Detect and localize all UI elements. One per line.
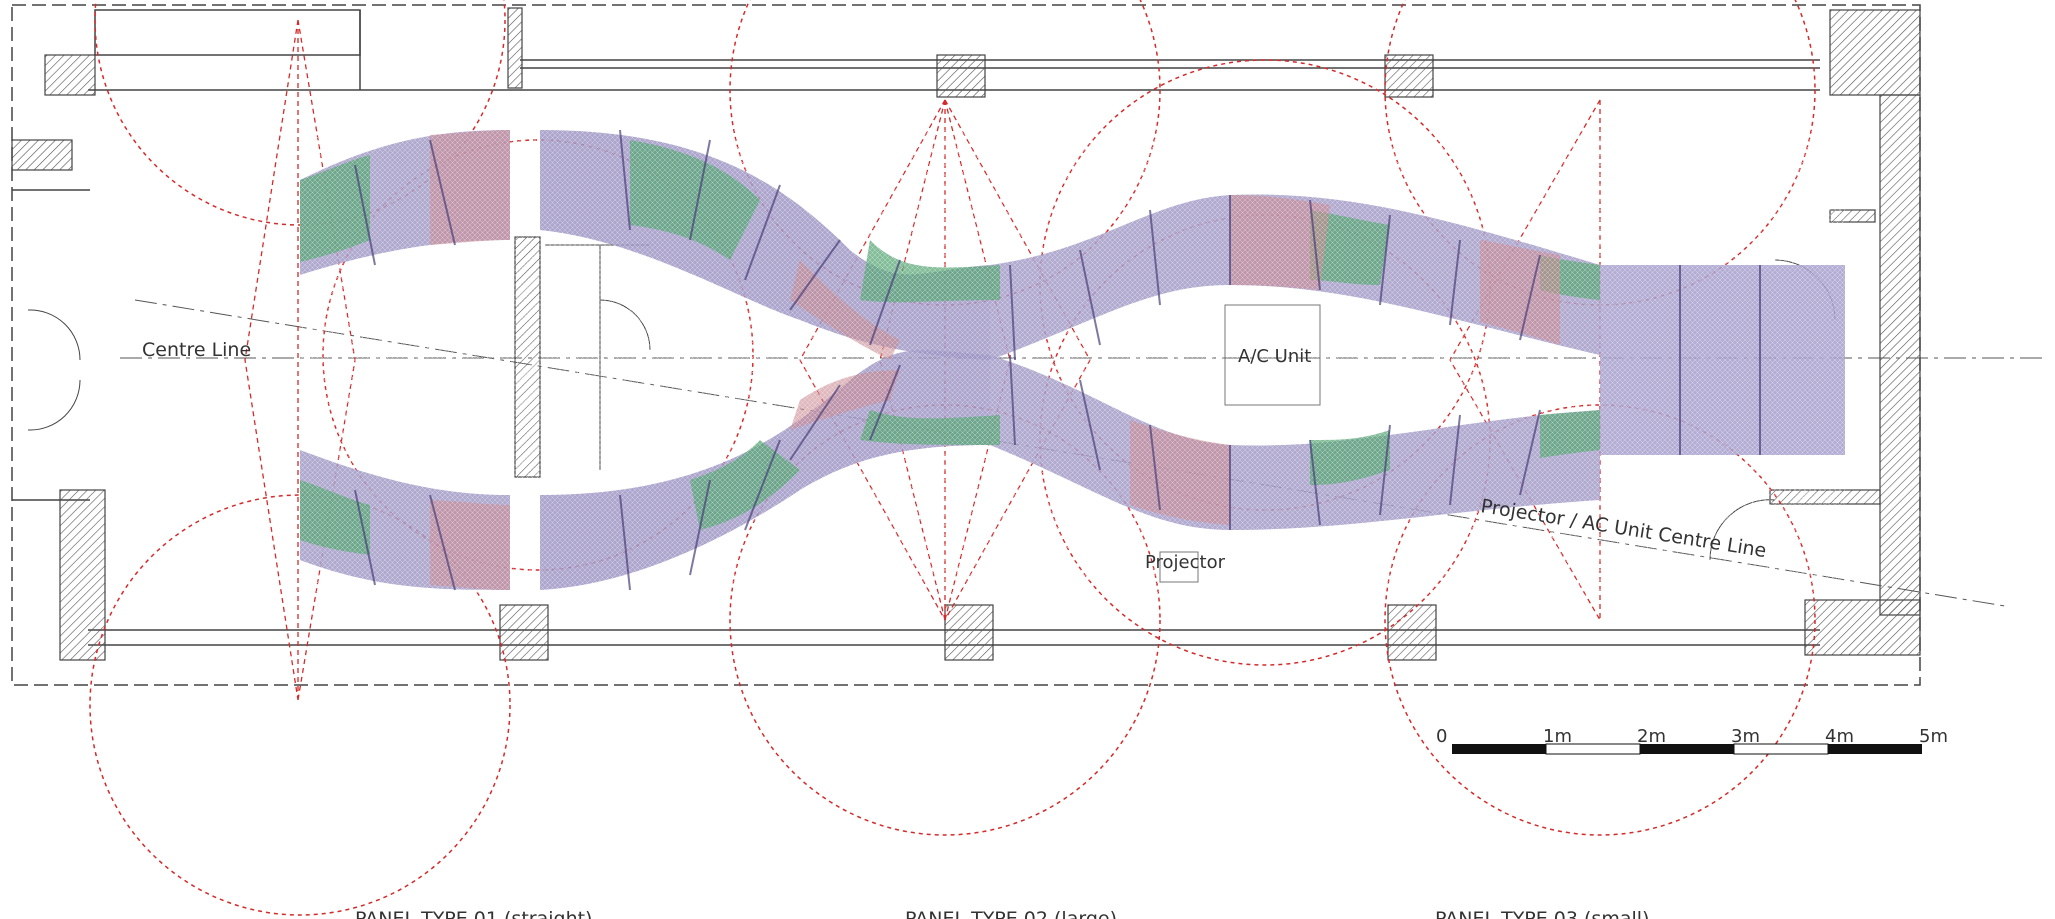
panel-ribbons [300,130,1845,595]
panel-type-02-caption: PANEL TYPE 02 (large) [905,908,1117,919]
panel-type-01-caption: PANEL TYPE 01 (straight) [355,908,592,919]
scale-tick-0: 0 [1436,726,1447,747]
scale-bar: 0 1m 2m 3m 4m 5m [1436,726,1948,755]
scale-tick-4m: 4m [1825,726,1854,747]
ac-unit-label: A/C Unit [1238,346,1311,367]
scale-tick-1m: 1m [1543,726,1572,747]
panel-divisions [354,129,1761,591]
scale-tick-3m: 3m [1731,726,1760,747]
projector-label: Projector [1145,552,1226,573]
equipment-outlines [1159,304,1321,583]
scale-tick-2m: 2m [1637,726,1666,747]
centre-line-label: Centre Line [142,339,251,361]
panel-type-03-caption: PANEL TYPE 03 (small) [1435,908,1649,919]
columns [11,7,1921,661]
scale-tick-5m: 5m [1919,726,1948,747]
